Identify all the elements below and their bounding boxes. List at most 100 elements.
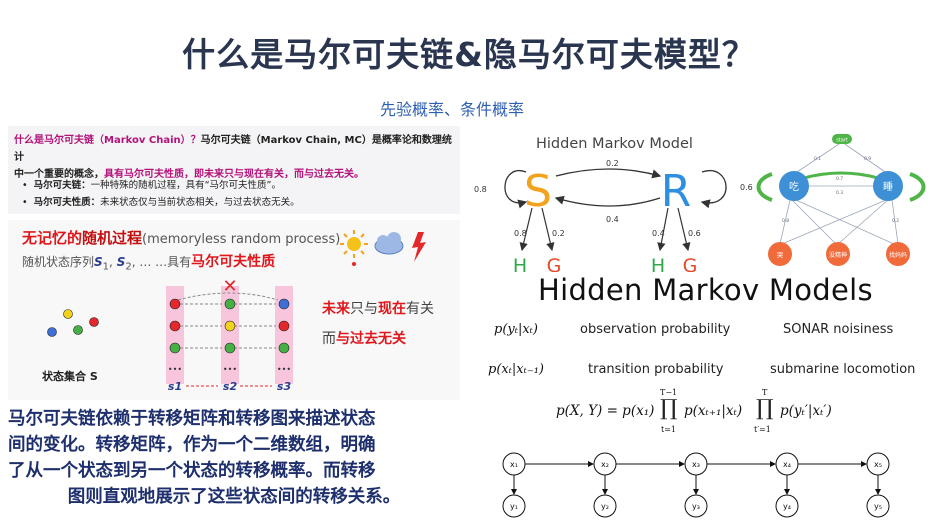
state-sequence-text: 随机状态序列S1, S2, … …具有马尔可夫性质 [22,254,276,273]
time-label-2: s2 [223,380,238,393]
bullet-item: 马尔可夫性质：未来状态仅与当前状态相关，与过去状态无关。 [22,194,300,211]
edge-prob: 0.7 [836,176,843,182]
state-node [278,298,290,310]
observation-eq: p(yₜ|xₜ) [494,322,538,337]
transition-eq: p(xₜ|xₜ₋₁) [488,362,544,377]
intro-bullets: 马尔可夫链：一种特殊的随机过程，具有“马尔可夫性质”。 马尔可夫性质：未来状态仅… [22,177,300,211]
state-node [224,342,236,354]
observed-node-y [593,494,617,518]
state-set-label: 状态集合 S [42,370,98,383]
intro-question: 什么是马尔可夫链（Markov Chain）？ [14,135,201,146]
sun-icon [340,230,368,258]
observation-label: 哭 [777,251,784,259]
lightning-icon [412,232,426,262]
intro-definition: 马尔可夫链（Markov Chain, MC）是概率论和数理统计 [14,135,452,163]
hmm-models-title: Hidden Markov Models [538,273,873,307]
state-r-label: R [661,166,692,217]
hmm-diagram-title: Hidden Markov Model [536,136,693,152]
observed-node-label: y₂ [601,502,609,511]
hidden-node-x [502,452,526,476]
cross-mark: ✕ [222,276,237,297]
observation-node [826,242,850,266]
observed-node-label: y₃ [692,502,700,511]
markov-property-statement: 未来只与现在有关 而与过去无关 [322,301,434,347]
hidden-state-label: 睡 [883,180,893,193]
prod1-upper: T−1 [660,388,678,397]
hidden-node-x [866,452,890,476]
edge-prob: 0.3 [836,190,843,196]
observation-label: 找妈妈 [889,251,907,259]
prob-r-to-s: 0.4 [606,215,619,224]
emit-s-h: 0.8 [514,229,527,238]
cloud-icon [374,232,404,255]
observed-node-label: y₅ [874,502,882,511]
prod2-term: p(yₜ′|xₜ′) [780,403,832,419]
obs-g-label: G [683,255,698,272]
observed-node-y [684,494,708,518]
time-label-1: s1 [168,380,182,393]
observation-label: 没精神 [829,251,847,259]
hidden-node-label: x₁ [510,460,518,469]
observed-node-label: y₁ [510,502,518,511]
hmm-state-diagram: S R 0.8 0.6 0.2 0.4 0.8 0.2 0.4 0.6 H G … [474,159,753,272]
time-column-1 [166,286,184,384]
intro-line2: 中一个重要的概念， [14,169,104,180]
markov-chain-illustration: ✕ ••• ••• ••• s1 s2 s3 [47,230,426,393]
observation-prob-label: observation probability [580,322,731,337]
slide-title: 什么是马尔可夫链&隐马尔可夫模型？ [182,35,756,74]
start-label: start [836,138,848,144]
start-node [832,134,852,144]
state-s-label: S [524,166,552,217]
state-node [278,320,290,332]
hidden-node-x [775,452,799,476]
hidden-node-label: x₂ [601,460,609,469]
emit-s-g: 0.2 [552,229,565,238]
observation-node [886,242,910,266]
obs-h-label: H [513,255,527,272]
prod2-upper: T [762,388,768,397]
state-node [278,342,290,354]
state-node [224,320,236,332]
observed-node-y [866,494,890,518]
obs-h-label: H [651,255,665,272]
transition-prob-label: transition probability [588,362,724,377]
prob-s-self: 0.8 [474,185,487,194]
state-node [169,342,181,354]
observed-node-label: y₄ [783,502,791,511]
state-node [169,320,181,332]
state-dot-green [73,325,83,335]
state-dot-blue [47,327,57,337]
product-symbol: ∏ [756,396,774,421]
hidden-node-x [684,452,708,476]
hidden-state-node [779,171,809,201]
time-column-3 [275,286,293,384]
submarine-label: submarine locomotion [770,362,916,377]
state-dot-yellow [63,309,73,319]
hidden-node-label: x₄ [783,460,791,469]
intro-highlight: 具有马尔可夫性质，即未来只与现在有关，而与过去无关。 [104,169,364,180]
hmm-network-diagram: start 吃 睡 哭 没精神 找妈妈 0.1 0.9 0.7 0.3 0.8 … [756,134,926,266]
hidden-node-label: x₅ [874,460,882,469]
prob-s-to-r: 0.2 [606,159,619,168]
ellipsis: ••• [168,365,182,374]
slide-subtitle: 先验概率、条件概率 [380,100,525,119]
observation-node [768,242,792,266]
prod2-lower: t′=1 [754,425,771,434]
decoration-dot [352,262,356,266]
prod1-term: p(xₜ₊₁|xₜ) [684,403,743,419]
ellipsis: ••• [223,365,237,374]
observed-node-y [775,494,799,518]
observed-node-y [502,494,526,518]
emit-r-h: 0.4 [652,229,665,238]
obs-g-label: G [547,255,562,272]
explanation-paragraph: 马尔可夫链依赖于转移矩阵和转移图来描述状态 间的变化。转移矩阵，作为一个二维数组… [8,409,401,507]
edge-prob: 0.1 [814,156,821,162]
sonar-label: SONAR noisiness [783,322,894,337]
edge-prob: 0.2 [892,218,899,224]
edge-prob: 0.9 [864,156,871,162]
hidden-state-label: 吃 [789,180,799,193]
prod1-lower: t=1 [661,425,677,434]
state-dot-red [89,317,99,327]
intro-text: 什么是马尔可夫链（Markov Chain）？马尔可夫链（Markov Chai… [14,132,460,183]
